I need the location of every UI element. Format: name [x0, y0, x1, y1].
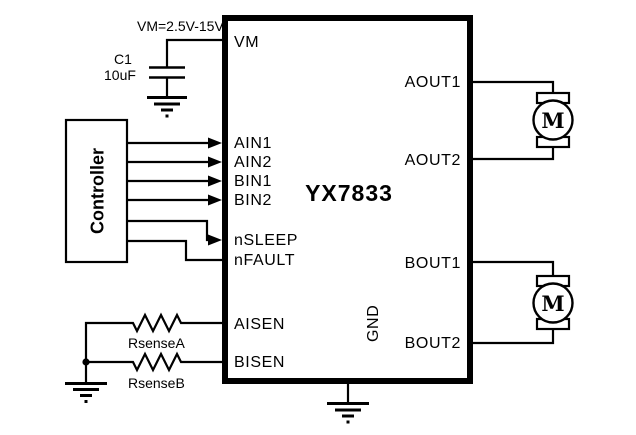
power-input: VM=2.5V-15V C1 10uF: [104, 18, 224, 118]
capacitor-value-label: 10uF: [104, 67, 136, 83]
bout2-wire: [473, 329, 555, 345]
motor-b-body: [532, 282, 574, 324]
pin-label-nsleep: nSLEEP: [234, 232, 298, 249]
sense-ground-symbol: [65, 382, 107, 403]
pin-label-aout2: AOUT2: [405, 152, 461, 169]
ic-ground-symbol: [327, 402, 369, 424]
controller-block: Controller: [64, 118, 222, 264]
motor-b-symbol: M: [541, 291, 564, 316]
nfault-wire: [127, 239, 222, 262]
pin-label-aout1: AOUT1: [405, 74, 461, 91]
rsense-b-resistor: [128, 351, 186, 373]
rsense-b-label: RsenseB: [128, 375, 185, 391]
aout1-wire: [473, 80, 555, 95]
capacitor-ground-symbol: [147, 96, 187, 118]
supply-voltage-label: VM=2.5V-15V: [137, 18, 224, 34]
pin-label-bin2: BIN2: [234, 192, 272, 209]
motor-a-body: [532, 99, 574, 141]
bout1-wire: [473, 260, 555, 277]
motor-b-circuit: M: [473, 260, 574, 345]
vm-wire: [165, 38, 222, 67]
ain2-arrowhead: [208, 156, 222, 168]
ic-outline: [222, 15, 473, 384]
pin-label-bin1: BIN1: [234, 173, 272, 190]
bin2-arrowhead: [208, 194, 222, 206]
ain1-arrowhead: [208, 137, 222, 149]
sense-network: RsenseA RsenseB: [65, 312, 222, 403]
motor-a-circuit: M: [473, 80, 574, 161]
pin-label-bout1: BOUT1: [405, 255, 461, 272]
pin-label-gnd: GND: [365, 305, 382, 342]
nsleep-arrowhead: [208, 234, 222, 246]
pin-label-nfault: nFAULT: [234, 252, 295, 269]
controller-label: Controller: [88, 148, 108, 234]
ic-ground: [327, 384, 369, 424]
motor-a-symbol: M: [541, 108, 564, 133]
bin1-arrowhead: [208, 175, 222, 187]
aisen-return-wire: [84, 321, 128, 362]
pin-label-aisen: AISEN: [234, 316, 285, 333]
pin-label-ain2: AIN2: [234, 154, 272, 171]
capacitor-c1-symbol: [149, 66, 185, 79]
controller-box: [64, 118, 129, 264]
pin-label-ain1: AIN1: [234, 135, 272, 152]
pin-label-vm: VM: [234, 34, 259, 51]
rsense-a-resistor: [128, 312, 186, 334]
rsense-a-label: RsenseA: [128, 335, 185, 351]
ic-block: YX7833 VM AIN1 AIN2 BIN1 BIN2 nSLEEP nFA…: [222, 15, 473, 384]
nsleep-wire: [127, 219, 211, 242]
aout2-wire: [473, 147, 555, 161]
pin-label-bout2: BOUT2: [405, 335, 461, 352]
ic-name: YX7833: [305, 180, 393, 206]
capacitor-ref-label: C1: [114, 51, 132, 67]
pin-label-bisen: BISEN: [234, 354, 285, 371]
